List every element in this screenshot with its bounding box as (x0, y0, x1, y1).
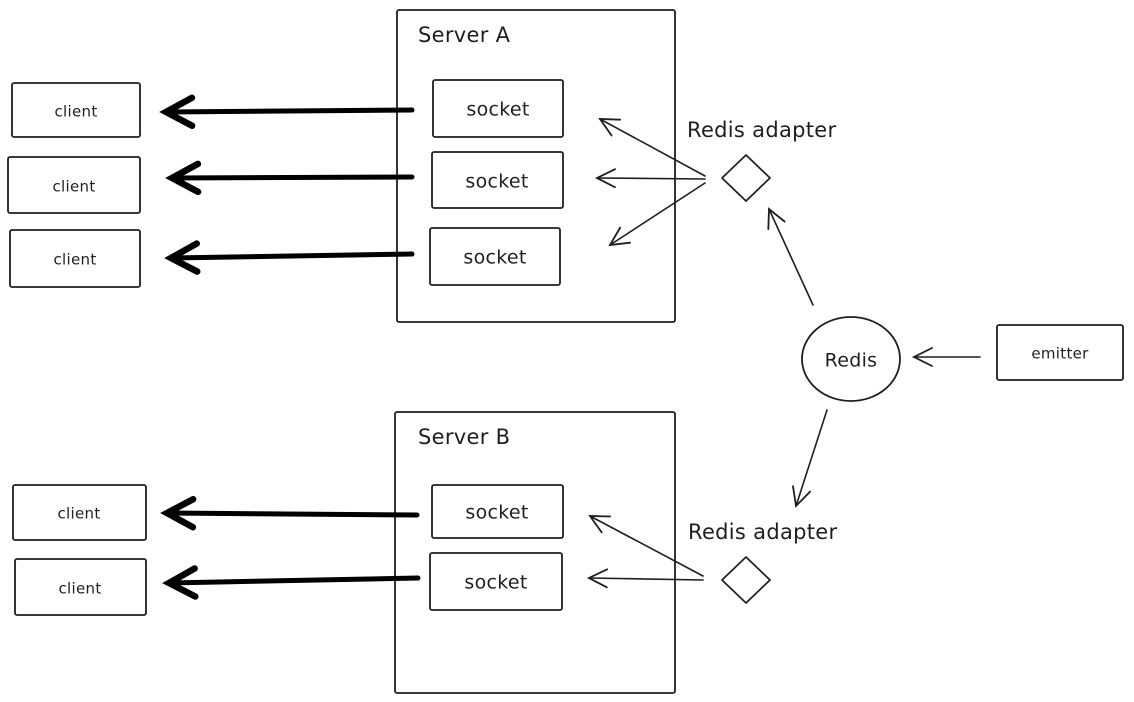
emitter-box (996, 324, 1124, 381)
server-a-title: Server A (418, 23, 511, 47)
emitter-label: emitter (1031, 345, 1089, 363)
client-node-top-2: client (7, 156, 141, 214)
socket-label: socket (465, 171, 528, 193)
arrow-adapter-a-to-socket-a2 (594, 168, 706, 189)
socket-box (432, 79, 564, 138)
arrow-adapter-a-to-socket-a3 (608, 182, 706, 247)
arrow-socket-b1-to-client-4 (160, 495, 420, 531)
socket-label: socket (464, 572, 527, 594)
arrow-redis-to-adapter-bottom (792, 409, 828, 508)
client-box (14, 558, 147, 616)
arrow-redis-to-adapter-top (767, 207, 814, 306)
socket-label: socket (466, 99, 529, 121)
redis-label: Redis (825, 350, 878, 372)
redis-adapter-top-label: Redis adapter (687, 118, 836, 142)
server-b-group: Server B socket socket (394, 411, 676, 694)
client-node-top-3: client (9, 229, 141, 288)
client-label: client (54, 251, 97, 269)
socket-node-a1: socket (432, 79, 564, 138)
client-label: client (53, 178, 96, 196)
arrow-socket-a1-to-client-1 (159, 94, 415, 130)
client-node-top-1: client (11, 82, 141, 138)
emitter-node: emitter (996, 324, 1124, 381)
arrow-socket-a3-to-client-3 (164, 240, 415, 275)
arrow-socket-a2-to-client-2 (165, 160, 415, 196)
client-box (7, 156, 141, 214)
socket-node-a2: socket (431, 151, 564, 209)
redis-circle (801, 316, 901, 402)
client-box (12, 484, 147, 541)
arrow-socket-b2-to-client-5 (162, 565, 421, 600)
redis-adapter-bottom-label: Redis adapter (688, 520, 837, 544)
redis-adapter-top-group: Redis adapter (687, 118, 836, 202)
redis-adapter-bottom-group: Redis adapter (688, 520, 837, 604)
redis-adapter-bottom-diamond (721, 556, 771, 604)
arrow-adapter-a-to-socket-a1 (598, 118, 706, 177)
socket-label: socket (465, 502, 528, 524)
client-box (9, 229, 141, 288)
socket-box (429, 227, 561, 286)
client-node-bottom-2: client (14, 558, 147, 616)
client-label: client (55, 103, 98, 121)
client-node-bottom-1: client (12, 484, 147, 541)
client-label: client (59, 580, 102, 598)
socket-label: socket (463, 247, 526, 269)
client-box (11, 82, 141, 138)
socket-node-a3: socket (429, 227, 561, 286)
socket-box (431, 151, 564, 209)
arrow-adapter-b-to-socket-b2 (586, 568, 704, 589)
client-label: client (58, 505, 101, 523)
server-a-group: Server A socket socket socket (396, 9, 676, 323)
socket-box (429, 552, 563, 611)
socket-node-b2: socket (429, 552, 563, 611)
redis-adapter-top-diamond (721, 154, 771, 202)
arrow-adapter-b-to-socket-b1 (588, 515, 704, 577)
socket-node-b1: socket (431, 484, 564, 539)
socket-box (431, 484, 564, 539)
server-b-title: Server B (418, 425, 510, 449)
redis-node: Redis (801, 316, 901, 402)
